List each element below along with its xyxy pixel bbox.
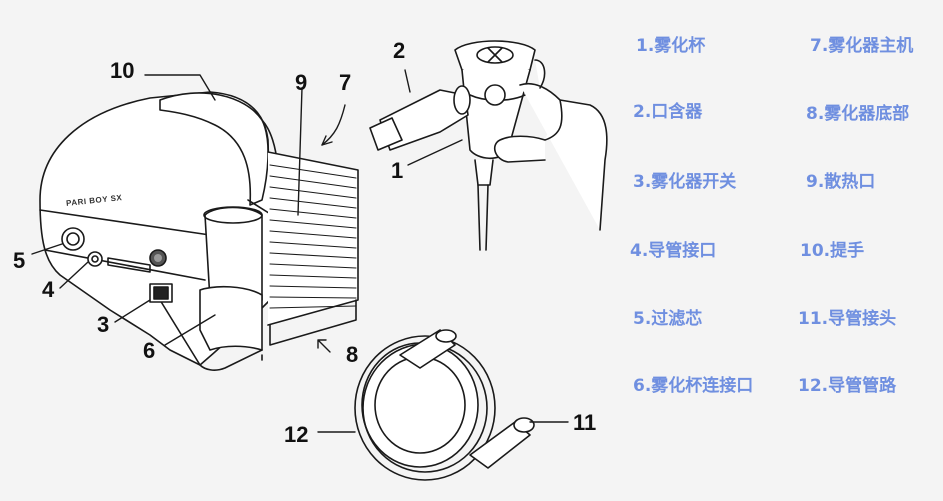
callout-5: 5 <box>13 248 26 273</box>
legend-item-9: 9.散热口 <box>806 172 876 192</box>
callout-1: 1 <box>391 158 404 183</box>
leader-lines <box>31 69 569 433</box>
legend-item-4: 4.导管接口 <box>630 241 717 261</box>
tube-connector <box>469 421 531 469</box>
filter-knob <box>61 227 85 251</box>
compressor-unit <box>39 91 279 371</box>
legend-item-10: 10.提手 <box>800 241 865 261</box>
heat-vent <box>267 151 359 346</box>
callout-4: 4 <box>42 277 55 302</box>
tube-coil <box>354 329 535 481</box>
tube-port <box>87 251 103 267</box>
callout-6: 6 <box>143 338 156 363</box>
legend-item-3: 3.雾化器开关 <box>633 172 737 192</box>
callout-7: 7 <box>339 70 352 95</box>
legend-item-5: 5.过滤芯 <box>633 309 703 329</box>
callout-8: 8 <box>346 342 359 367</box>
legend-item-12: 12.导管管路 <box>798 376 897 396</box>
callout-2: 2 <box>393 38 406 63</box>
callout-9: 9 <box>295 70 308 95</box>
legend-item-2: 2.口含器 <box>633 102 703 122</box>
callout-10: 10 <box>110 58 135 83</box>
callout-3: 3 <box>97 312 110 337</box>
handle-shape <box>159 92 269 206</box>
legend-item-11: 11.导管接头 <box>798 309 897 329</box>
callout-12: 12 <box>284 422 309 447</box>
hand <box>493 59 608 231</box>
mouthpiece <box>379 89 469 151</box>
legend-item-1: 1.雾化杯 <box>636 36 706 56</box>
legend-item-8: 8.雾化器底部 <box>806 104 910 124</box>
legend-item-6: 6.雾化杯连接口 <box>633 376 754 396</box>
legend-item-7: 7.雾化器主机 <box>810 36 914 56</box>
callout-11: 11 <box>573 410 597 435</box>
nebulizer-cup-assembly <box>369 40 608 251</box>
